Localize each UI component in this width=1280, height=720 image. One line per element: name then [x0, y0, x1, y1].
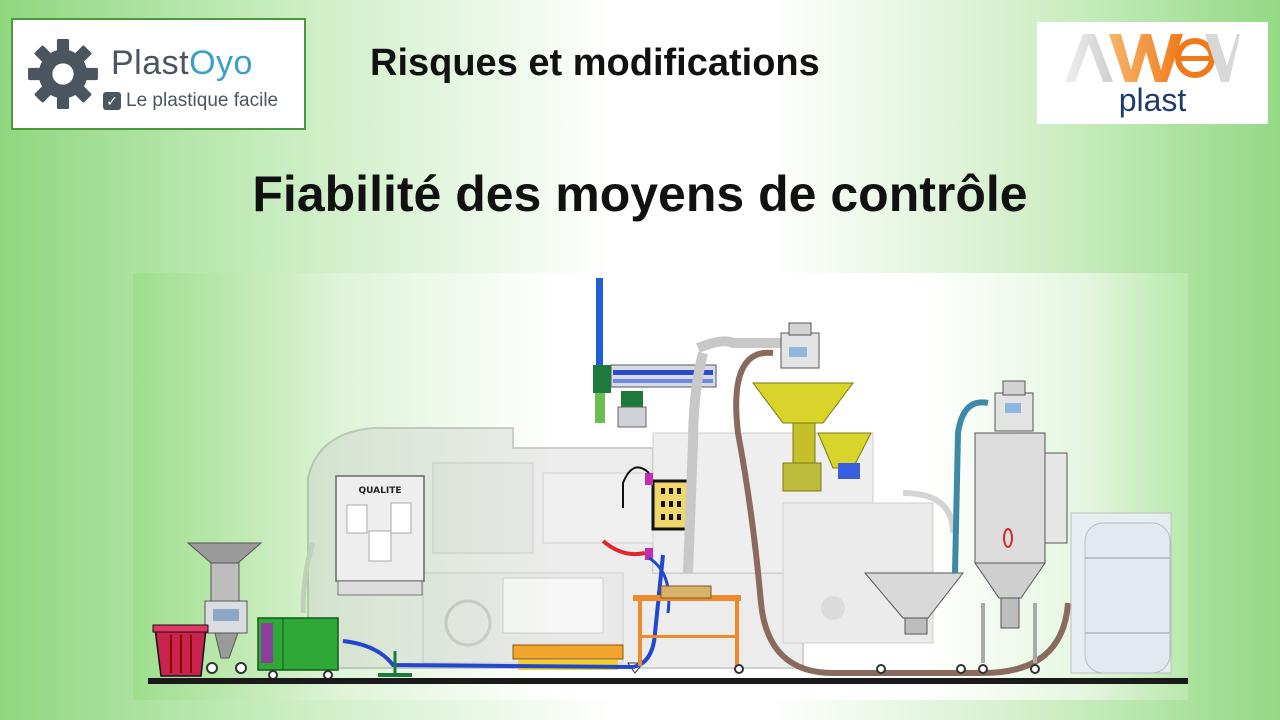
quality-cabinet: QUALITE: [335, 475, 425, 596]
plastoyo-logo: PlastOyo ✓ Le plastique facile: [11, 18, 306, 130]
tagline-text: Le plastique facile: [126, 90, 279, 111]
green-container: [257, 617, 339, 680]
dryer: [952, 380, 1068, 674]
cabinet-label: QUALITE: [358, 486, 401, 496]
orange-table: [633, 585, 744, 674]
brand-tagline: ✓ Le plastique facile: [103, 90, 278, 112]
robot-arm: [593, 278, 717, 428]
brand-part1: Plast: [111, 44, 190, 82]
grey-funnel: [863, 572, 966, 674]
material-barrel: [1070, 512, 1172, 674]
awev-plast-logo: plast: [1037, 22, 1268, 124]
granulator: [186, 542, 263, 674]
production-line-drawing: QUALITE: [148, 278, 1188, 684]
main-title: Fiabilité des moyens de contrôle: [252, 166, 1028, 222]
brand-part2: Oyo: [189, 44, 253, 82]
hopper-loader: [683, 322, 872, 574]
floor-line: [148, 678, 1188, 684]
gear-icon: [28, 39, 98, 109]
brand-name: PlastOyo: [111, 44, 253, 83]
awev-mark-icon: [1065, 34, 1240, 82]
waste-bin: [152, 624, 209, 677]
awev-subtitle: plast: [1118, 82, 1187, 118]
check-icon: ✓: [103, 92, 121, 110]
section-title: Risques et modifications: [370, 42, 820, 84]
production-line-illustration: QUALITE: [133, 273, 1188, 700]
